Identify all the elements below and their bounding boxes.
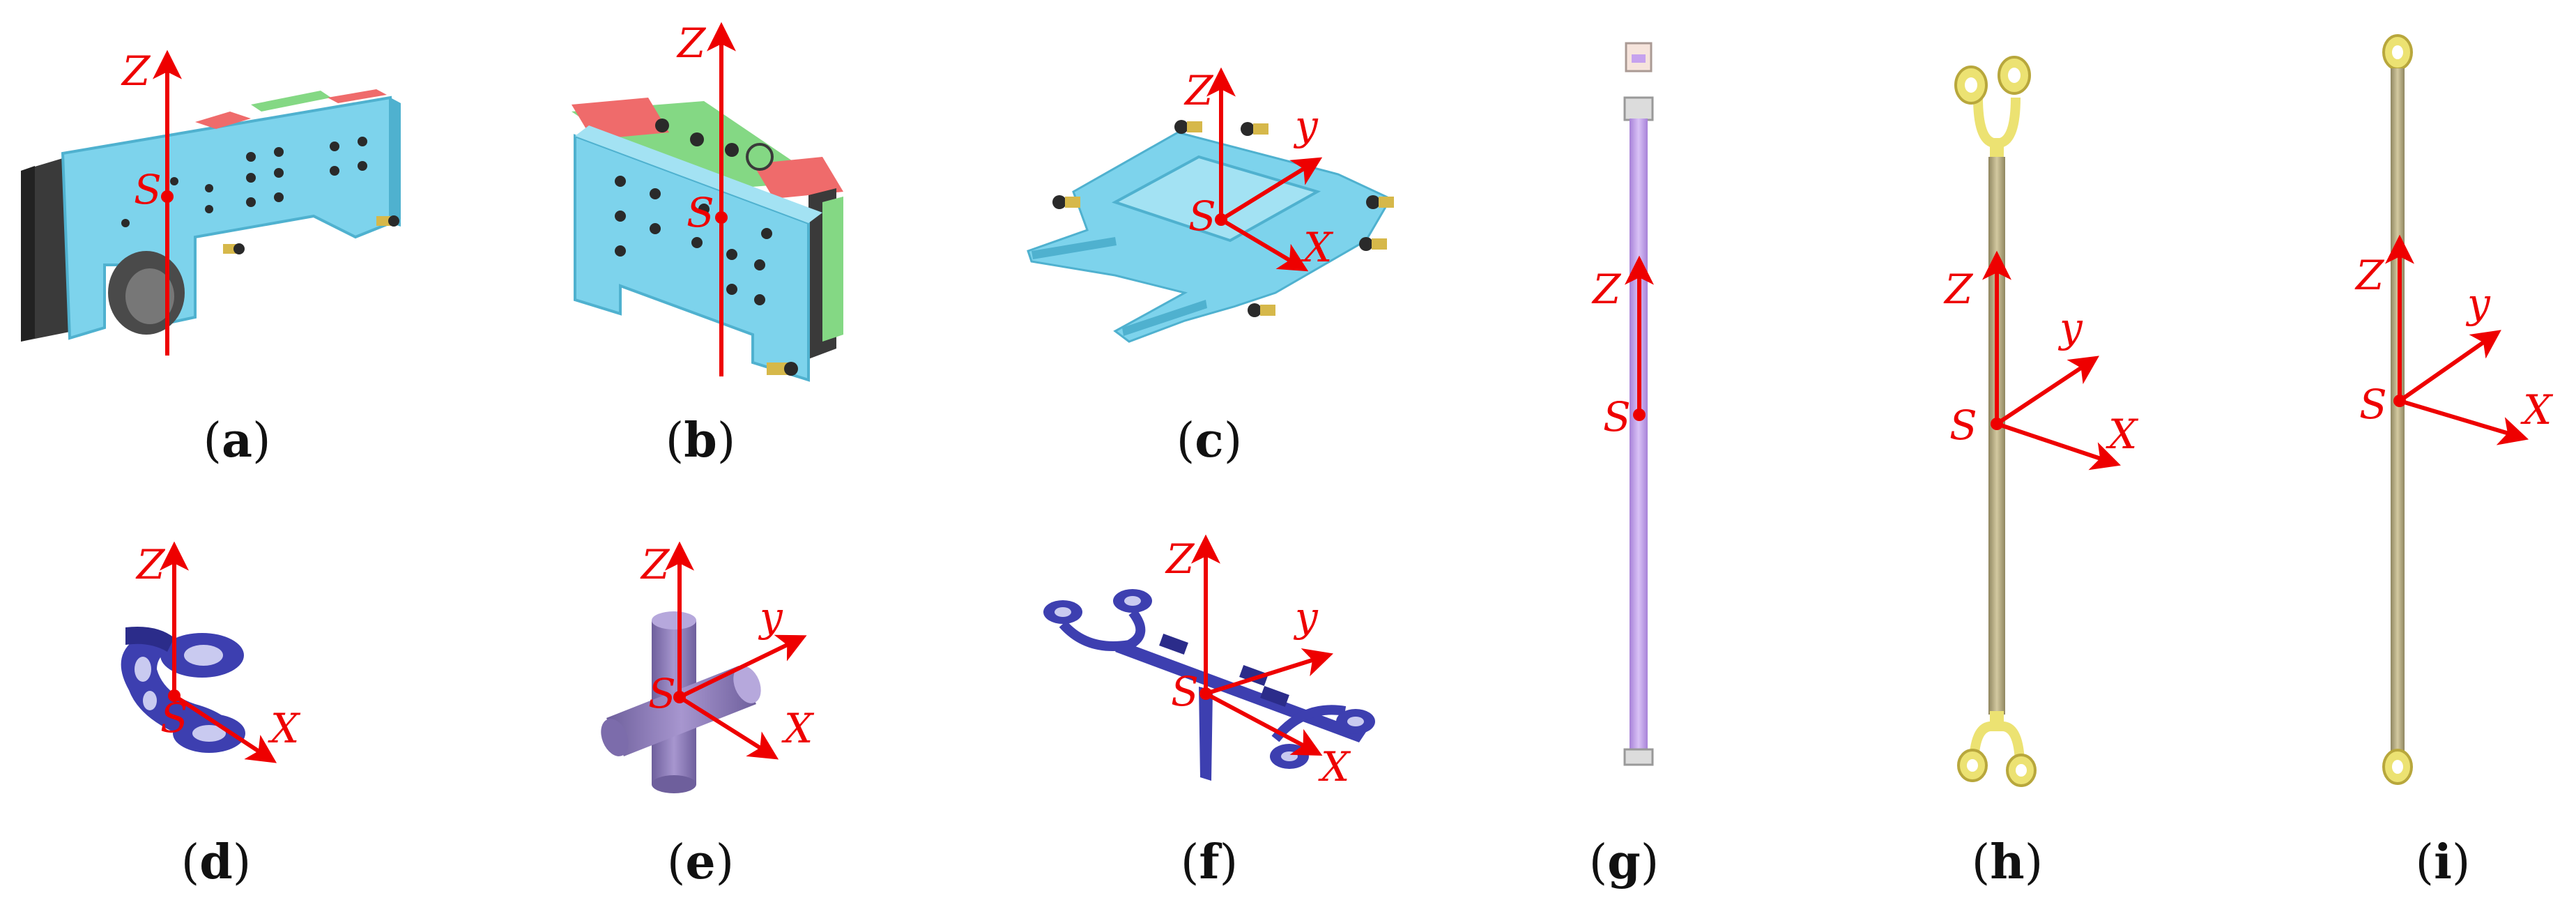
- axis-label-x-c: X: [1301, 224, 1334, 271]
- axis-label-z-c: Z: [1183, 67, 1214, 114]
- part-linkage-assembly: [1043, 589, 1375, 781]
- part-carriage-block: [572, 98, 843, 382]
- origin-dot-h: [1991, 418, 2003, 430]
- axis-x-d: [173, 694, 277, 763]
- axis-label-z-h: Z: [1943, 266, 1974, 313]
- part-threaded-rod: [1623, 42, 1654, 766]
- panel-c: Z y X S (c): [1027, 67, 1394, 468]
- origin-label-b: S: [687, 189, 714, 236]
- panel-f: Z y X S (f): [1043, 534, 1375, 890]
- origin-dot-d: [168, 689, 181, 702]
- panel-d: Z X S (d): [121, 541, 301, 890]
- panel-b: Z S (b): [572, 20, 843, 468]
- axis-label-y-f: y: [1293, 593, 1319, 641]
- origin-dot-c: [1215, 213, 1227, 226]
- axis-y-i: [2398, 330, 2501, 403]
- caption-f: (f): [1181, 834, 1238, 890]
- caption-h: (h): [1972, 834, 2044, 890]
- part-motor-bracket: [21, 89, 401, 342]
- axis-x-i: [2399, 399, 2529, 445]
- axis-y-c: [1220, 157, 1323, 222]
- axis-label-z-d: Z: [135, 541, 166, 588]
- caption-e: (e): [667, 834, 734, 890]
- panel-h: Z y X S (h): [1943, 56, 2139, 890]
- origin-label-f: S: [1171, 668, 1199, 715]
- origin-label-e: S: [648, 670, 676, 717]
- axis-label-x-i: X: [2520, 386, 2554, 434]
- origin-dot-f: [1199, 687, 1212, 700]
- caption-b: (b): [666, 413, 736, 468]
- origin-dot-e: [673, 691, 686, 703]
- axis-x-f: [1204, 692, 1323, 756]
- caption-a: (a): [203, 413, 270, 468]
- origin-dot-b: [715, 211, 728, 224]
- origin-label-d: S: [160, 694, 188, 742]
- axis-label-x-d: X: [268, 705, 301, 752]
- axis-label-y-h: y: [2057, 304, 2083, 351]
- panel-a: Z S (a): [21, 47, 401, 468]
- origin-dot-g: [1633, 409, 1646, 421]
- origin-dot-a: [161, 190, 174, 203]
- axis-label-x-e: X: [781, 705, 815, 752]
- axis-label-z-a: Z: [121, 47, 151, 95]
- axis-y-h: [1995, 356, 2099, 426]
- axis-label-y-c: y: [1293, 102, 1319, 149]
- axis-label-z-f: Z: [1165, 535, 1195, 583]
- origin-label-h: S: [1949, 402, 1977, 449]
- axis-label-z-g: Z: [1591, 266, 1622, 313]
- axis-x-e: [678, 695, 779, 760]
- axis-x-c: [1220, 217, 1309, 272]
- panel-i: Z y X S (i): [2354, 34, 2554, 890]
- origin-label-c: S: [1188, 192, 1216, 240]
- axis-y-f: [1205, 648, 1334, 696]
- origin-label-i: S: [2359, 381, 2387, 428]
- axis-y-e: [678, 634, 807, 699]
- origin-label-a: S: [134, 166, 162, 213]
- part-rod-with-eye-ends: [2382, 34, 2413, 785]
- caption-d: (d): [181, 834, 252, 890]
- caption-i: (i): [2416, 834, 2471, 890]
- axis-label-y-i: y: [2465, 280, 2491, 327]
- part-cross-joint: [601, 611, 761, 793]
- panel-g: Z S (g): [1589, 42, 1659, 890]
- axis-label-y-e: y: [758, 593, 783, 641]
- axis-label-z-e: Z: [640, 541, 670, 588]
- axis-label-x-h: X: [2106, 411, 2139, 458]
- axis-x-h: [1996, 422, 2121, 471]
- axis-label-z-i: Z: [2354, 252, 2385, 299]
- part-rod-with-u-ends: [1954, 56, 2037, 787]
- caption-g: (g): [1589, 834, 1659, 890]
- origin-label-g: S: [1603, 393, 1631, 441]
- axis-label-z-b: Z: [676, 20, 707, 67]
- panel-e: Z y X S (e): [601, 541, 815, 890]
- axis-label-x-f: X: [1318, 743, 1351, 791]
- origin-dot-i: [2393, 395, 2406, 407]
- caption-c: (c): [1176, 413, 1242, 468]
